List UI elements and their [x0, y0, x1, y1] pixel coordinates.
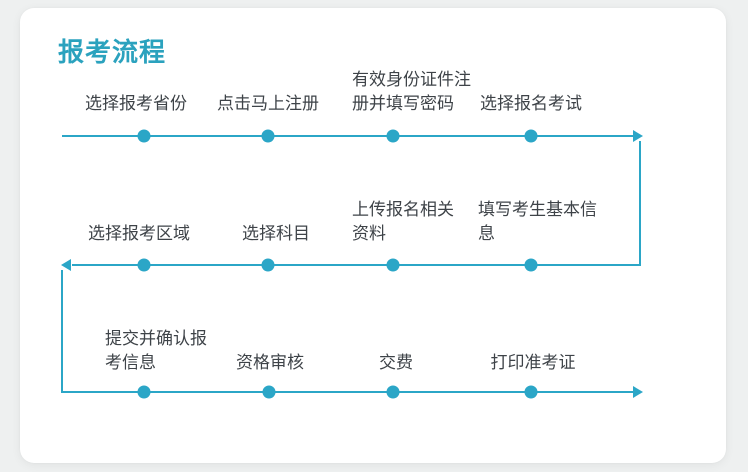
step-dot [524, 258, 538, 272]
arrow-right-icon [633, 386, 643, 398]
step-dot [524, 129, 538, 143]
page-title: 报考流程 [58, 37, 167, 67]
step-label-print-admission-ticket: 打印准考证 [490, 353, 576, 372]
step-dot [386, 258, 400, 272]
step-label-upload-materials: 上传报名相关资料 [352, 200, 454, 243]
step-dot [386, 129, 400, 143]
flow-elbow-right [72, 141, 641, 266]
step-dot [261, 129, 275, 143]
step-label-select-region: 选择报考区域 [88, 224, 190, 243]
step-dot [137, 385, 151, 399]
step-label-select-subject: 选择科目 [242, 224, 310, 243]
step-dot [261, 258, 275, 272]
step-dot [262, 385, 276, 399]
arrow-right-icon [633, 130, 643, 142]
step-dot [137, 129, 151, 143]
step-label-qualification-review: 资格审核 [236, 353, 304, 372]
step-label-id-register-password: 有效身份证件注册并填写密码 [352, 70, 471, 113]
step-label-submit-confirm: 提交并确认报考信息 [105, 329, 207, 372]
step-label-pay-fee: 交费 [379, 353, 413, 372]
flow-elbow-left [61, 270, 633, 393]
step-label-fill-basic-info: 填写考生基本信息 [478, 200, 597, 243]
step-label-click-register: 点击马上注册 [217, 94, 319, 113]
step-dot [386, 385, 400, 399]
step-dot [137, 258, 151, 272]
registration-process-card: 报考流程 [20, 8, 726, 463]
step-dot [524, 385, 538, 399]
arrow-left-icon [61, 259, 71, 271]
step-label-select-exam: 选择报名考试 [480, 94, 582, 113]
step-label-select-province: 选择报考省份 [85, 94, 187, 113]
